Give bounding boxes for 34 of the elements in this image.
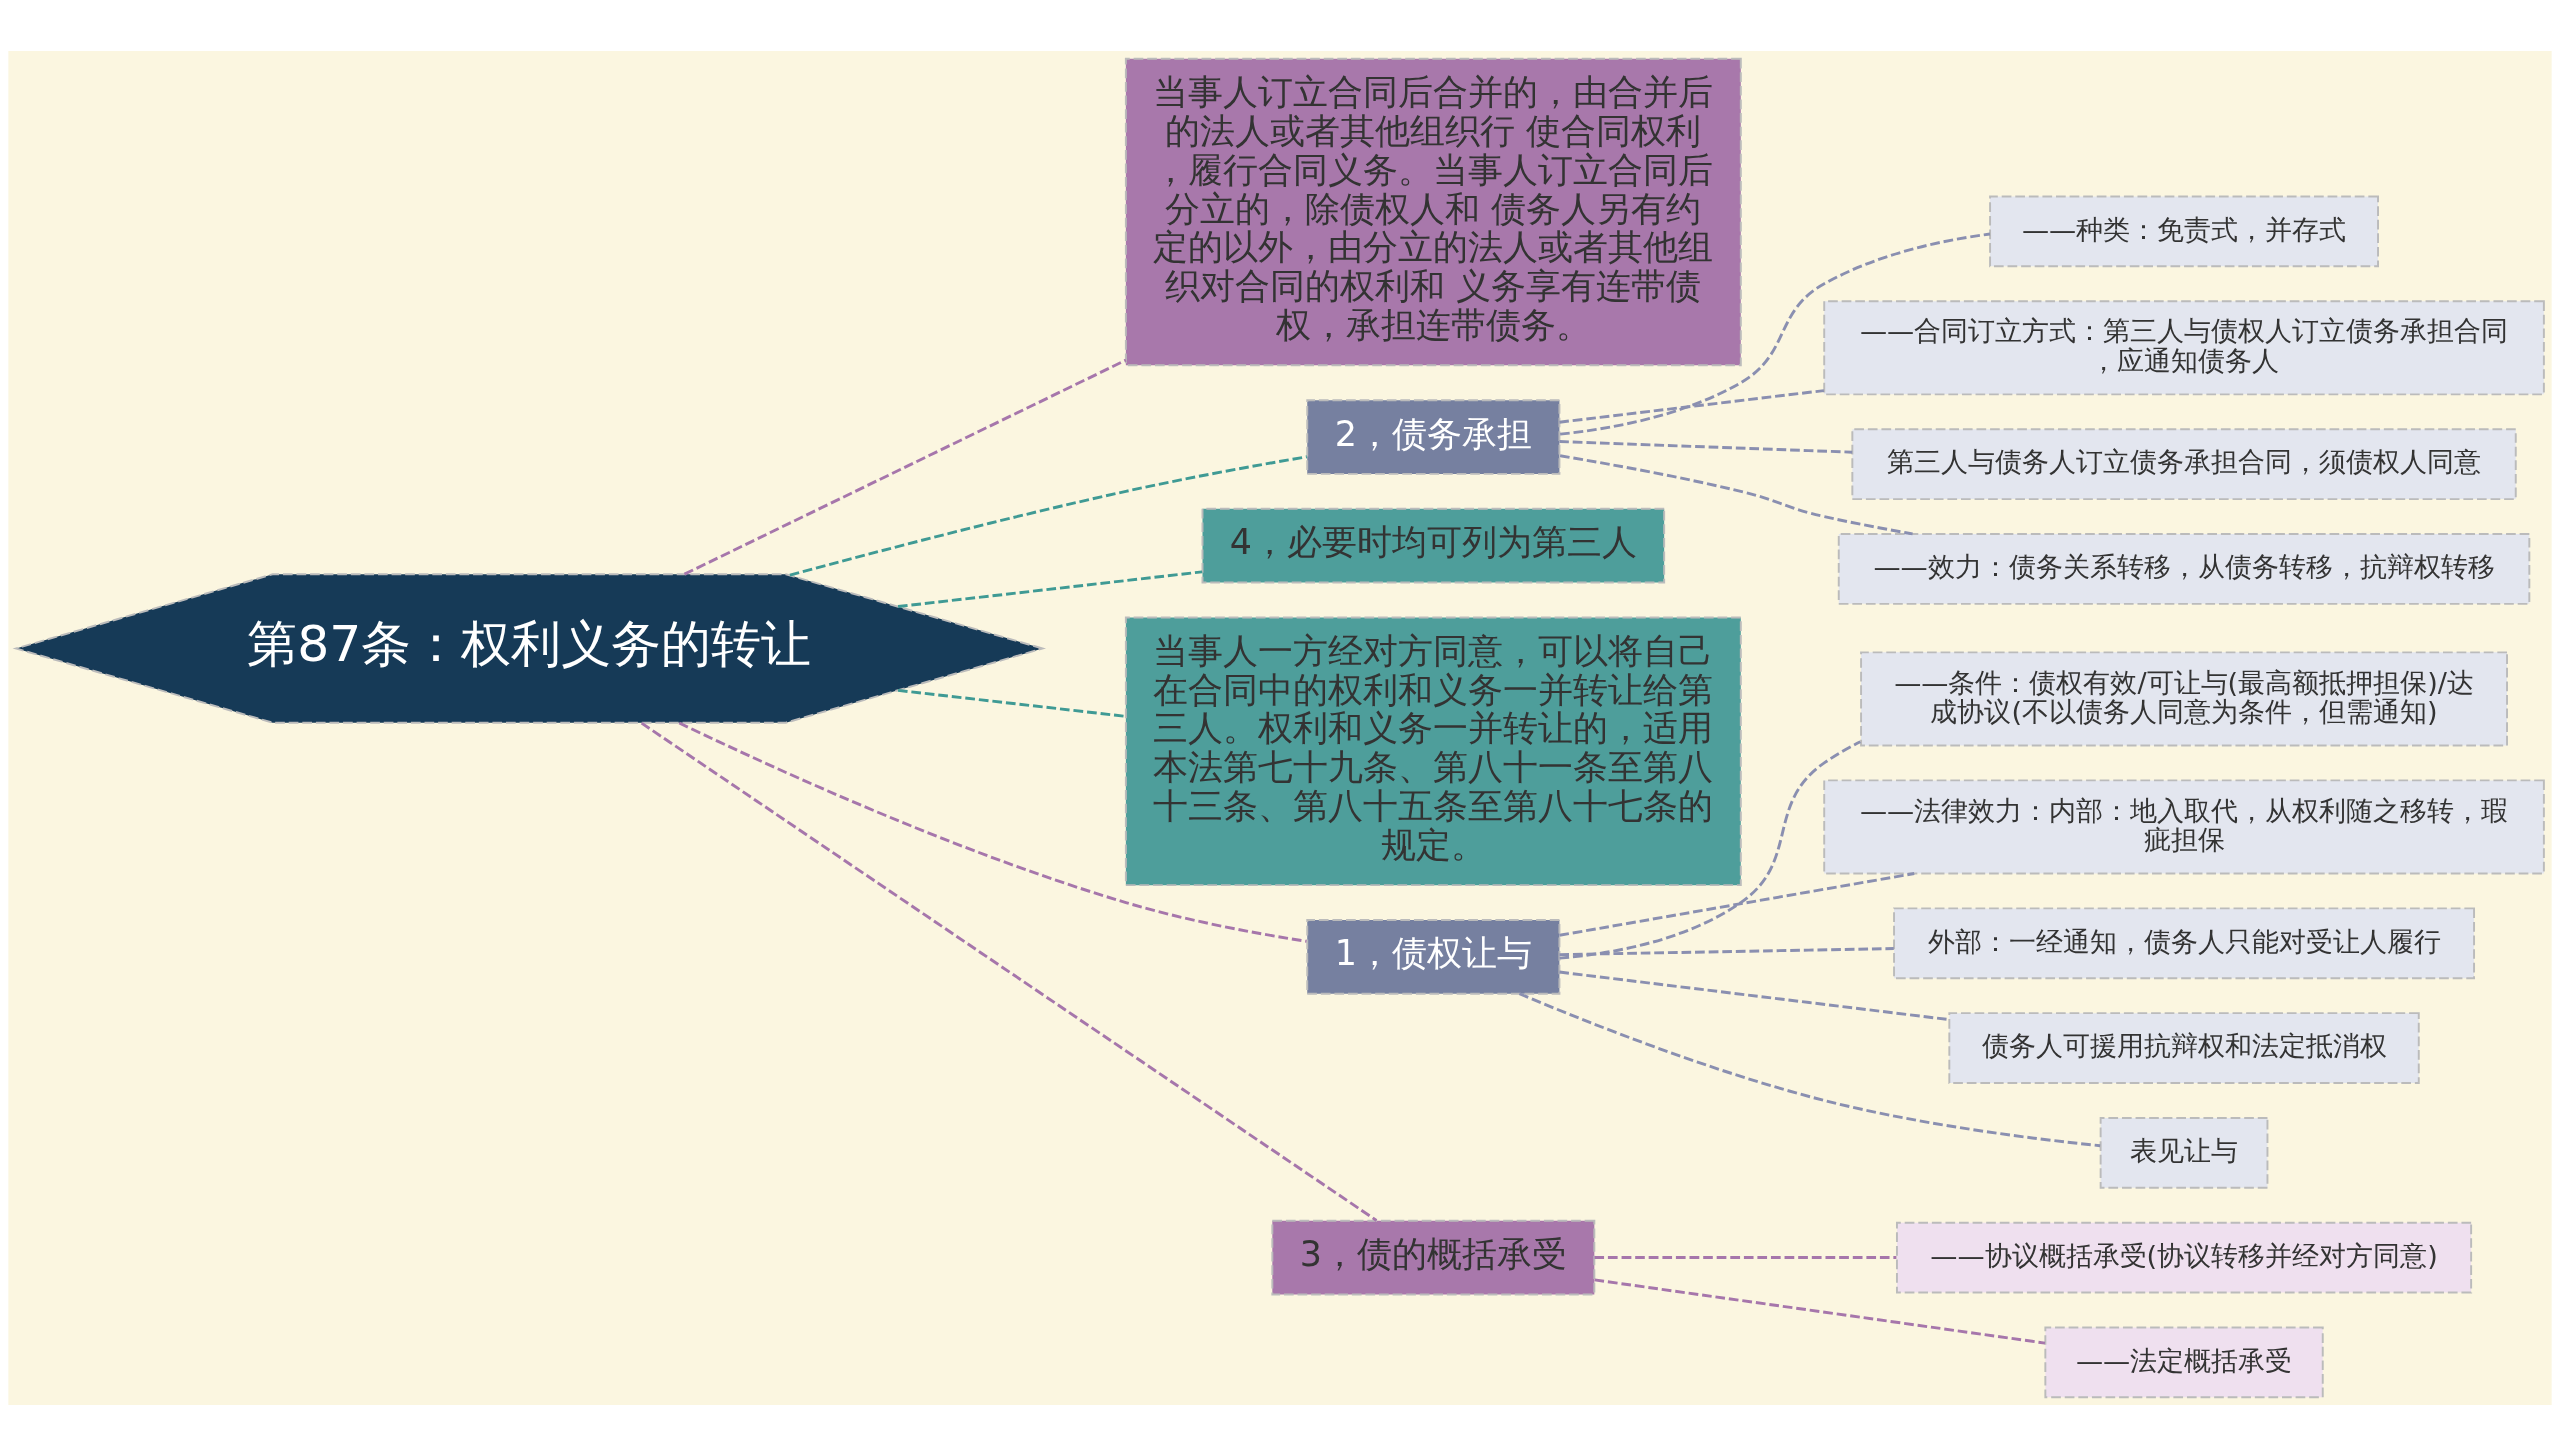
connector (1559, 232, 1991, 436)
node-box: ——法定概括承受 (2044, 1326, 2324, 1399)
connector (1518, 992, 2101, 1148)
connector (1559, 389, 1825, 424)
connector (897, 688, 1126, 718)
connector (1559, 440, 1853, 454)
connector (897, 570, 1203, 608)
node-box: ——条件：债权有效/可让与(最高额抵押担保)/达成协议(不以债务人同意为条件，但需通知) (1860, 651, 2508, 747)
connector (789, 455, 1308, 577)
connector (1559, 872, 1915, 937)
connector (1559, 454, 1913, 536)
connector (1559, 740, 1861, 960)
node-box: 1，债权让与 (1306, 919, 1561, 995)
node-box: 4，必要时均可列为第三人 (1201, 507, 1666, 584)
connector (1594, 1278, 2046, 1345)
node-box: ——种类：免责式，并存式 (1989, 195, 2379, 268)
connector (678, 721, 1307, 943)
node-box: 3，债的概括承受 (1271, 1219, 1596, 1296)
connector (1594, 1256, 1897, 1260)
node-box: 债务人可援用抗辩权和法定抵消权 (1948, 1012, 2420, 1084)
node-box: ——合同订立方式：第三人与债权人订立债务承担合同，应通知债务人 (1823, 300, 2545, 396)
node-box: ——效力：债务关系转移，从债务转移，抗辩权转移 (1837, 533, 2531, 605)
node-box: 表见让与 (2099, 1116, 2269, 1189)
connector (1559, 970, 1950, 1022)
node-box: 当事人订立合同后合并的，由合并后的法人或者其他组织行 使合同权利，履行合同义务。当事人订立合同后分立的，除债权人和 债务人另有约定的以外，由分立的法人或者其他组织对合同的权利和 义务享有连带债权，承担连带债务。 (1124, 57, 1742, 367)
connector (1559, 947, 1894, 957)
node-box: 2，债务承担 (1306, 399, 1561, 475)
node-box: ——法律效力：内部：地入取代，从权利随之移转，瑕疵担保 (1823, 779, 2545, 875)
node-box: 第三人与债务人订立债务承担合同，须债权人同意 (1851, 428, 2517, 501)
node-box: 外部：一经通知，债务人只能对受让人履行 (1893, 907, 2475, 980)
node-box: ——协议概括承受(协议转移并经对方同意) (1896, 1221, 2473, 1294)
connector (640, 721, 1378, 1222)
node-box: 当事人一方经对方同意，可以将自己在合同中的权利和义务一并转让给第三人。权利和义务一并转让的，适用本法第七十九条、第八十一条至第八十三条、第八十五条至第八十七条的规定。 (1124, 616, 1742, 887)
connector (683, 358, 1127, 576)
